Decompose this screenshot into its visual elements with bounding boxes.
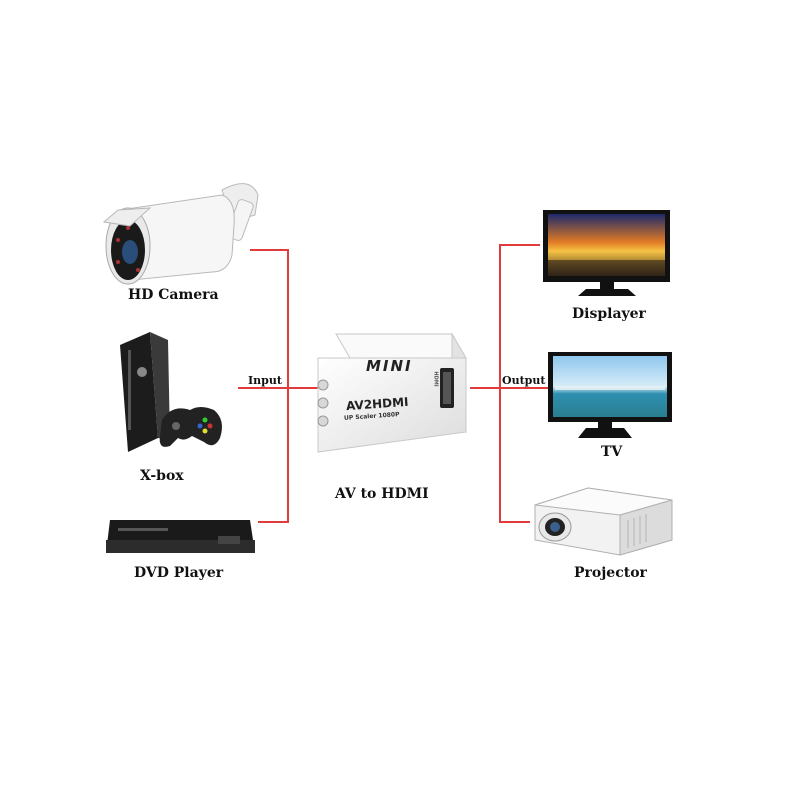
- xbox-image: [120, 332, 222, 452]
- hd-camera-label: HD Camera: [128, 287, 219, 303]
- connector-lines: [238, 244, 548, 523]
- displayer-label: Displayer: [572, 306, 646, 322]
- dvd-player-image: [106, 520, 255, 553]
- converter-label: AV to HDMI: [335, 486, 429, 502]
- device-port-text: HDMI: [432, 371, 439, 387]
- xbox-label: X-box: [140, 468, 184, 484]
- dvd-player-label: DVD Player: [134, 565, 224, 581]
- projector-label: Projector: [574, 565, 647, 581]
- av2hdmi-converter-image: [317, 332, 467, 453]
- device-mini-text: MINI: [366, 357, 413, 375]
- tv-image: [548, 352, 672, 438]
- input-label: Input: [248, 374, 282, 387]
- hd-camera-image: [102, 183, 259, 285]
- projector-image: [534, 487, 673, 556]
- displayer-image: [543, 210, 670, 296]
- input-bracket-line: [250, 249, 289, 523]
- output-label: Output: [502, 374, 546, 387]
- output-bracket-line: [499, 244, 540, 523]
- tv-label: TV: [601, 444, 623, 460]
